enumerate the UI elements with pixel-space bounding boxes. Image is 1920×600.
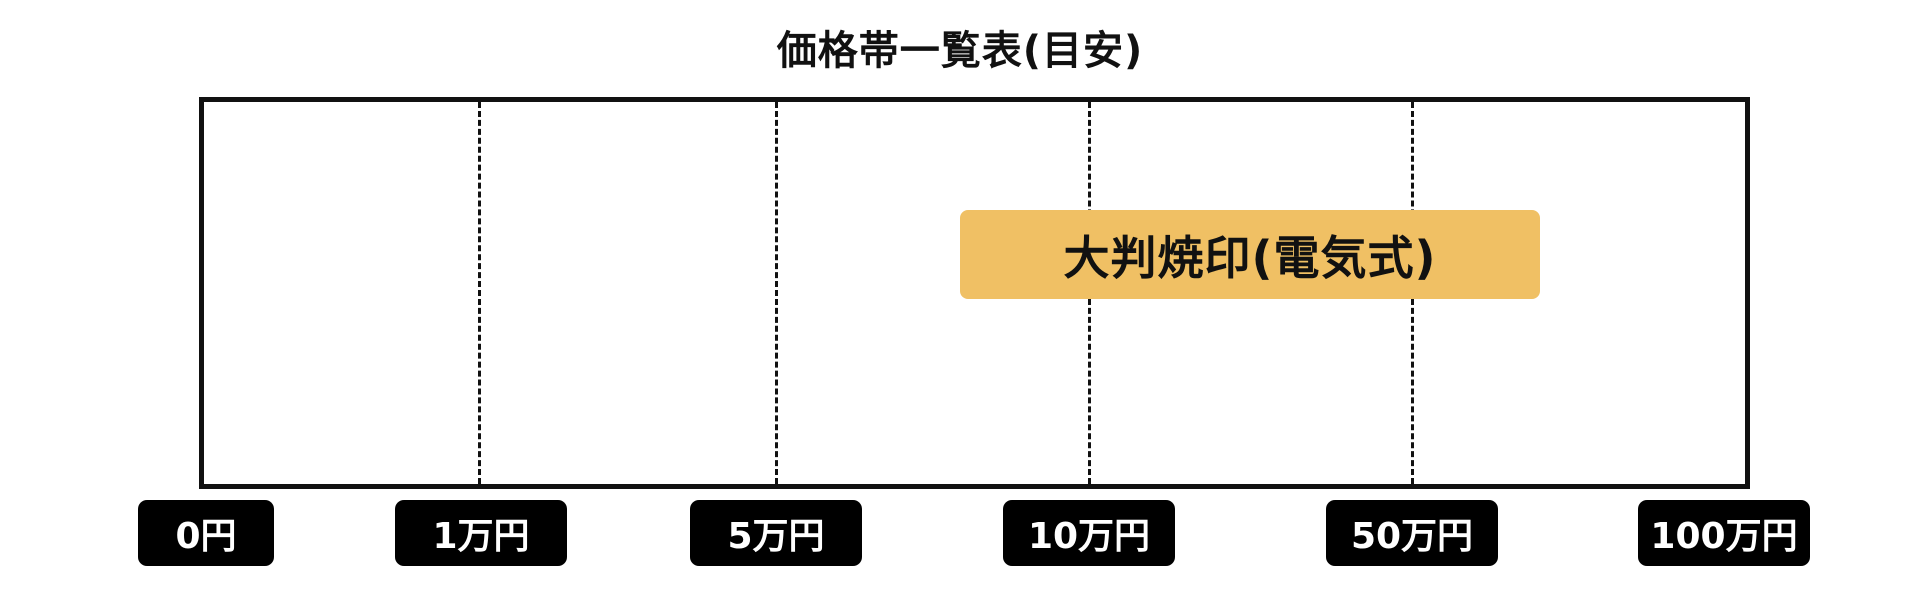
price-label-100man: 100万円: [1638, 500, 1810, 566]
price-label-5man: 5万円: [690, 500, 862, 566]
range-bar-large-branding-iron-electric: 大判焼印(電気式): [960, 210, 1540, 299]
diagram-title: 価格帯一覧表(目安): [776, 28, 1144, 74]
divider-1man: [478, 102, 481, 484]
price-label-10man: 10万円: [1003, 500, 1175, 566]
price-label-1man: 1万円: [395, 500, 567, 566]
price-range-frame: [199, 97, 1750, 489]
price-label-0: 0円: [138, 500, 274, 566]
price-label-50man: 50万円: [1326, 500, 1498, 566]
divider-5man: [775, 102, 778, 484]
